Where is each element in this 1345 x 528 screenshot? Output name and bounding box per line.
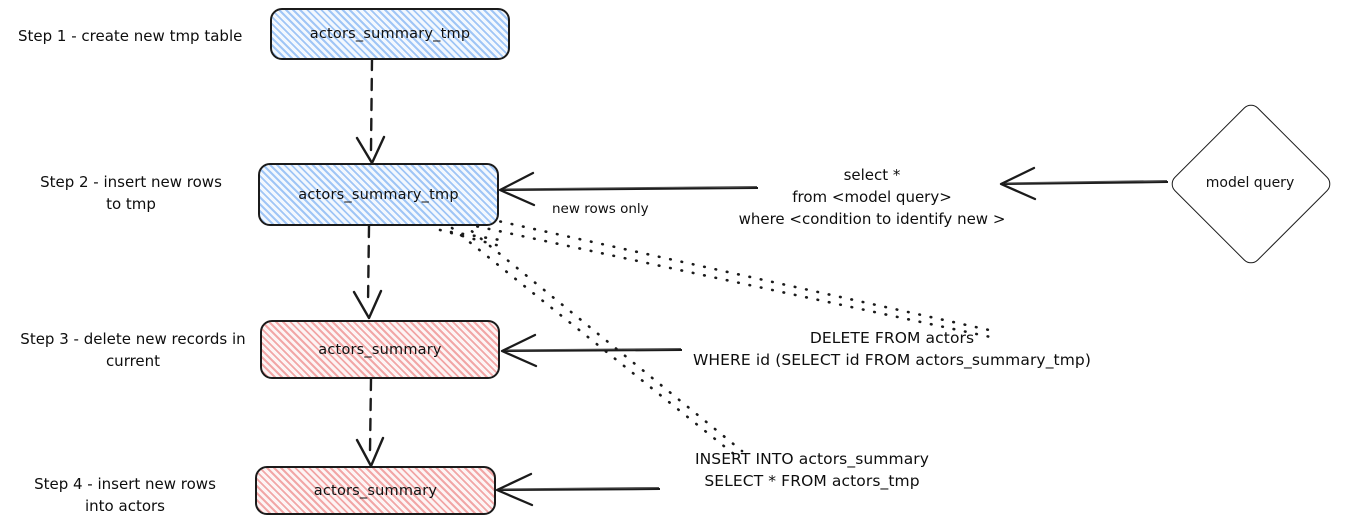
- arrow-node3-to-node4: [355, 377, 385, 468]
- arrow-insert-query: [495, 472, 661, 507]
- arrow-delete-query: [500, 333, 683, 368]
- step-2-caption: Step 2 - insert new rows to tmp: [40, 173, 222, 213]
- node-actors-summary-tmp-step2[interactable]: actors_summary_tmp: [258, 163, 499, 226]
- annotation-new-rows-only: new rows only: [552, 201, 649, 217]
- diamond-label: model query: [1205, 175, 1295, 191]
- node-label: actors_summary_tmp: [298, 186, 459, 203]
- dotted-leader-fan: [438, 228, 508, 248]
- node-actors-summary-step3[interactable]: actors_summary: [260, 320, 500, 379]
- node-label: actors_summary_tmp: [309, 26, 471, 42]
- annotation-delete-query: DELETE FROM actors WHERE id (SELECT id F…: [692, 329, 1092, 370]
- node-model-query[interactable]: model query: [1167, 92, 1335, 274]
- node-actors-summary-tmp-step1[interactable]: actors_summary_tmp: [270, 8, 510, 60]
- dotted-leader-to-delete-query: [464, 217, 1000, 340]
- step-1-caption: Step 1 - create new tmp table: [18, 27, 243, 45]
- arrow-node2-to-node3: [352, 224, 383, 320]
- arrow-model-query: [999, 166, 1169, 201]
- node-label: actors_summary: [313, 482, 438, 499]
- node-actors-summary-step4[interactable]: actors_summary: [255, 466, 496, 515]
- annotation-select-query: select * from <model query> where <condi…: [738, 166, 1006, 228]
- annotation-insert-query: INSERT INTO actors_summary SELECT * FROM…: [694, 450, 930, 491]
- step-3-caption: Step 3 - delete new records in current: [20, 330, 246, 370]
- step-4-caption: Step 4 - insert new rows into actors: [34, 475, 216, 515]
- node-label: actors_summary: [318, 341, 442, 358]
- arrow-node1-to-node2: [355, 57, 386, 165]
